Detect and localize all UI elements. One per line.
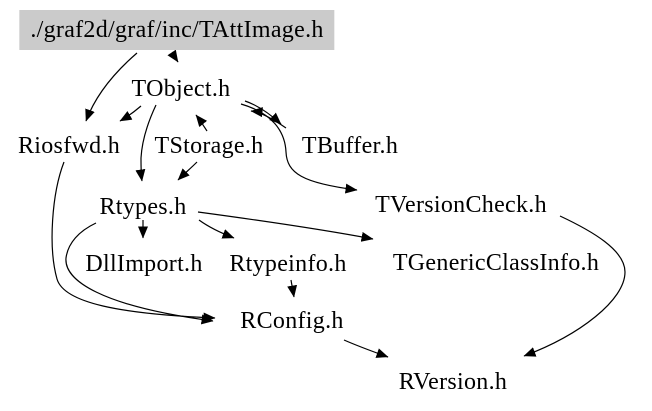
node-dllimport[interactable]: DllImport.h <box>85 251 203 277</box>
edge-tobject-rtypes <box>135 104 157 182</box>
edge-tstorage-rtypes <box>177 161 198 181</box>
node-rtypes[interactable]: Rtypes.h <box>99 194 187 220</box>
edge-tversioncheck-rversion <box>523 215 626 357</box>
edges-group <box>51 49 626 358</box>
node-riosfwd[interactable]: Riosfwd.h <box>17 133 121 159</box>
node-tstorage[interactable]: TStorage.h <box>154 133 264 159</box>
node-rversion[interactable]: RVersion.h <box>398 369 508 395</box>
edge-tobject-riosfwd <box>119 105 142 122</box>
node-tbuffer[interactable]: TBuffer.h <box>301 133 399 159</box>
node-tattimage: ./graf2d/graf/inc/TAttImage.h <box>19 10 335 50</box>
node-tversioncheck[interactable]: TVersionCheck.h <box>375 192 547 218</box>
edge-riosfwd-rconfig <box>51 161 216 323</box>
node-rconfig[interactable]: RConfig.h <box>240 308 344 334</box>
edge-tattimage-tobject <box>167 49 179 63</box>
edge-rtypeinfo-rconfig <box>287 279 298 298</box>
edge-tobject-tbuffer <box>244 100 282 125</box>
edge-rconfig-rversion <box>343 339 389 358</box>
edge-rtypes-rconfig <box>65 222 214 325</box>
edge-rtypes-tgenericclassinfo <box>197 211 374 242</box>
node-tobject[interactable]: TObject.h <box>131 76 231 102</box>
node-rtypeinfo[interactable]: Rtypeinfo.h <box>229 251 347 277</box>
edge-tstorage-tobject <box>195 114 208 132</box>
edge-rtypes-rtypeinfo <box>198 219 235 239</box>
node-tgenericclassinfo[interactable]: TGenericClassInfo.h <box>392 250 600 276</box>
edge-tobject-tversioncheck <box>240 103 358 194</box>
edge-tattimage-riosfwd <box>85 52 138 122</box>
